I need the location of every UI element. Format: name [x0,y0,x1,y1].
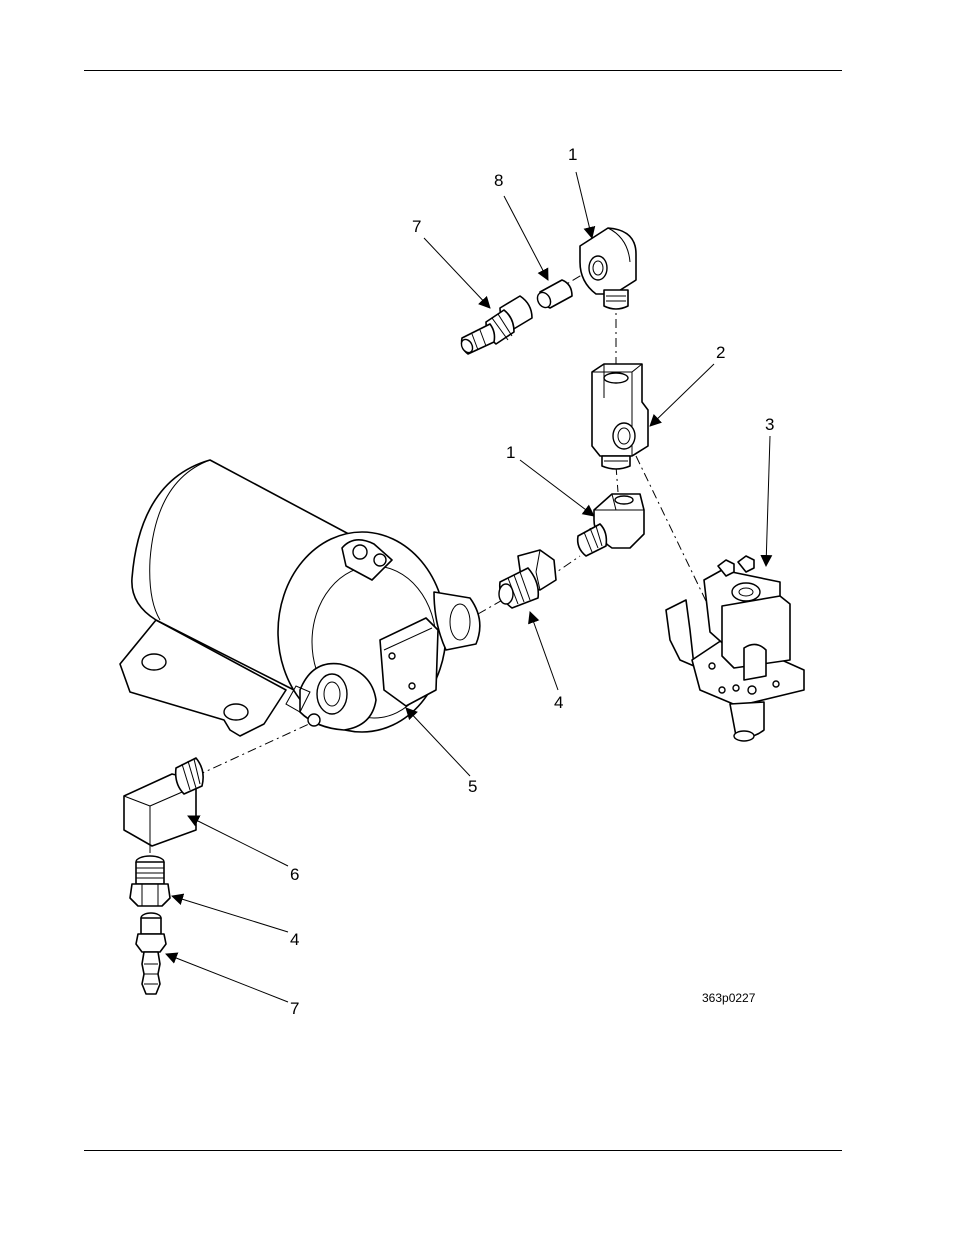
callout-5: 5 [468,777,477,796]
part-4-adapter-middle [499,550,556,608]
part-7-hose-barb-top [459,296,532,355]
part-4-adapter-bottom [130,856,170,906]
callout-4-middle: 4 [554,693,563,712]
callout-2: 2 [716,343,725,362]
part-3-solenoid-valve [666,556,804,741]
part-5-pump [120,460,480,736]
part-1-elbow-middle [578,494,644,556]
part-7-hose-barb-bottom [136,913,166,994]
part-6-elbow-bottom [124,758,203,846]
callout-3: 3 [765,415,774,434]
figure-reference: 363p0227 [702,991,756,1005]
callout-4-bottom: 4 [290,930,299,949]
part-2-tee [592,364,648,469]
part-1-elbow-top [580,228,636,309]
callout-8: 8 [494,171,503,190]
callout-6: 6 [290,865,299,884]
callout-7-top: 7 [412,217,421,236]
callout-1-top: 1 [568,145,577,164]
callout-1-middle: 1 [506,443,515,462]
part-8-sleeve [535,280,572,310]
callout-7-bottom: 7 [290,999,299,1018]
